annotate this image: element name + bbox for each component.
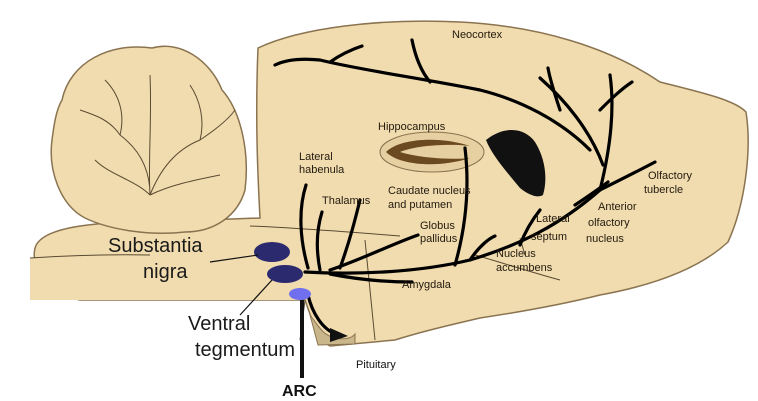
label-globus-1: Globus xyxy=(420,220,455,232)
label-lateral-habenula-2: habenula xyxy=(299,164,345,176)
label-substantia-nigra-2: nigra xyxy=(143,261,188,283)
label-lateral-habenula-1: Lateral xyxy=(299,151,333,163)
arc-nucleus xyxy=(289,288,311,300)
label-anterior-olfactory-2: olfactory xyxy=(588,217,630,229)
cerebellum-outline xyxy=(51,46,246,233)
label-caudate-1: Caudate nucleus xyxy=(388,185,471,197)
label-thalamus: Thalamus xyxy=(322,195,371,207)
substantia-nigra-nucleus xyxy=(254,242,290,262)
label-lateral-septum-1: Lateral xyxy=(536,213,570,225)
label-nucleus-accumbens-2: accumbens xyxy=(496,262,553,274)
label-amygdala: Amygdala xyxy=(402,279,452,291)
label-nucleus-accumbens-1: Nucleus xyxy=(496,248,536,260)
ventral-tegmentum-nucleus xyxy=(267,265,303,283)
hippocampus xyxy=(380,132,484,172)
label-olfactory-tubercle-1: Olfactory xyxy=(648,170,693,182)
label-pituitary: Pituitary xyxy=(356,359,396,371)
label-hippocampus: Hippocampus xyxy=(378,121,446,133)
label-lateral-septum-2: septum xyxy=(531,231,567,243)
label-ventral-tegmentum-2: tegmentum xyxy=(195,339,295,361)
label-anterior-olfactory-1: Anterior xyxy=(598,201,637,213)
label-olfactory-tubercle-2: tubercle xyxy=(644,184,683,196)
label-caudate-2: and putamen xyxy=(388,199,452,211)
brain-tissue xyxy=(30,21,748,346)
label-ventral-tegmentum-1: Ventral xyxy=(188,313,250,335)
label-arc: ARC xyxy=(282,383,317,400)
label-neocortex: Neocortex xyxy=(452,29,503,41)
label-anterior-olfactory-3: nucleus xyxy=(586,233,624,245)
label-substantia-nigra-1: Substantia xyxy=(108,235,203,257)
label-globus-2: pallidus xyxy=(420,233,458,245)
